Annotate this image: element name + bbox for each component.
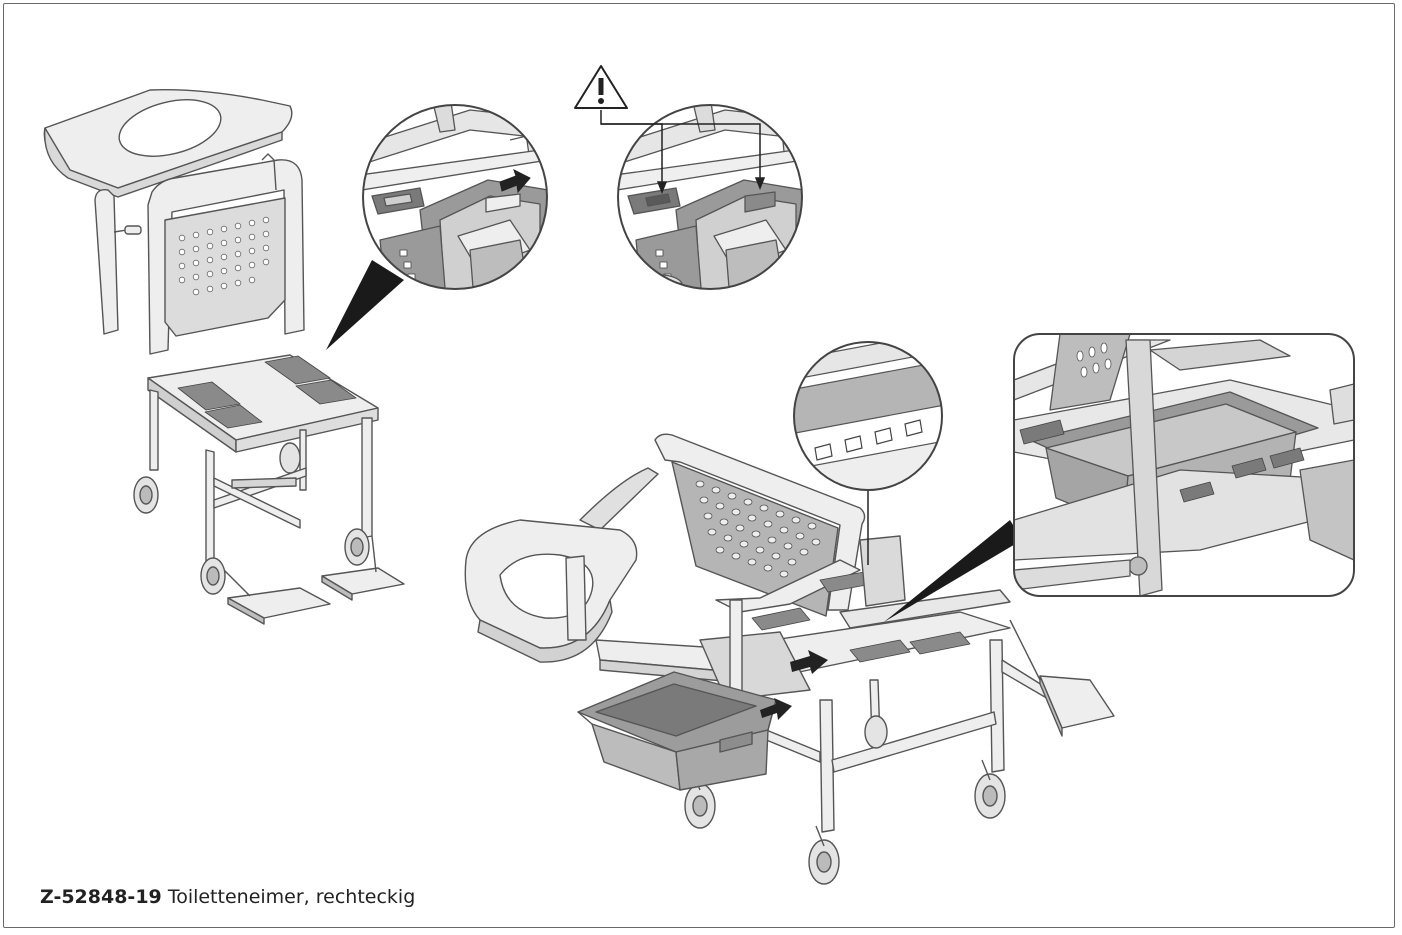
direction-arrow-icon	[499, 169, 531, 194]
detail-circle-rail-slots	[793, 341, 943, 491]
warning-pointer-lines	[600, 110, 766, 195]
chair-tilted	[464, 433, 1115, 885]
part-number: Z-52848-19	[40, 886, 162, 908]
part-description: Toiletteneimer, rechteckig	[167, 886, 416, 908]
callout-wedge	[326, 260, 404, 350]
direction-arrow-icon	[790, 650, 828, 674]
callout-wedge	[884, 520, 1022, 622]
bucket-rectangular	[577, 671, 777, 791]
detail-bucket-inserted	[1013, 333, 1355, 597]
detail-circle-latch-open	[362, 104, 548, 290]
detail-circle-latch-closed	[617, 104, 803, 290]
insert-arrows	[760, 650, 828, 720]
page-frame	[3, 3, 1395, 928]
figure-caption: Z-52848-19 Toiletteneimer, rechteckig	[40, 886, 415, 908]
warning-triangle-icon	[574, 65, 628, 109]
chair-upright	[43, 89, 405, 625]
direction-arrow-icon	[760, 698, 792, 720]
